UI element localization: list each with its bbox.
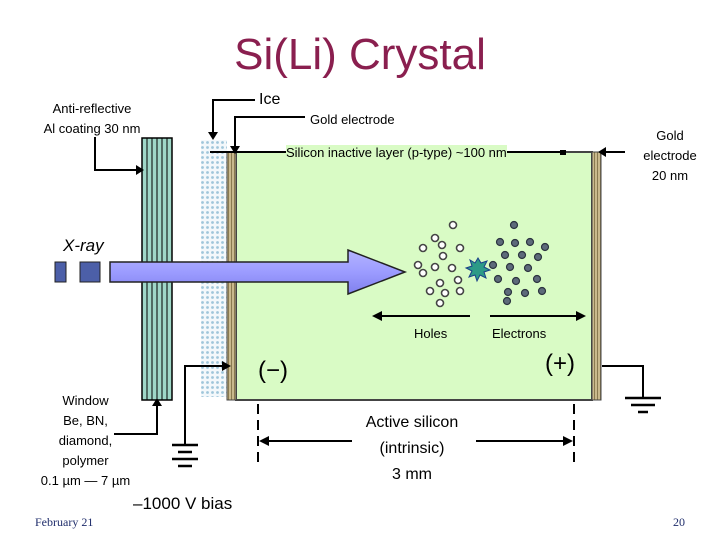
electron (540, 242, 550, 252)
xray-source-block-1 (54, 261, 67, 283)
anti-reflective-label: Anti-reflective Al coating 30 nm (43, 101, 141, 136)
hole (455, 243, 465, 253)
hole (430, 262, 440, 272)
thickness-left-arrowhead (259, 436, 269, 446)
electron (493, 274, 503, 284)
inactive-layer-label: Silicon inactive layer (p-type) ~100 nm (286, 145, 507, 160)
holes-label: Holes (414, 326, 448, 341)
hole (430, 233, 440, 243)
electron (503, 287, 513, 297)
battery-symbol (172, 443, 198, 468)
hole (455, 286, 465, 296)
left-electrode-wire (184, 365, 226, 445)
ice-label: Ice (259, 91, 281, 108)
electron (502, 296, 512, 306)
thickness-right-arrowhead (563, 436, 573, 446)
gold-leader-arrowhead (230, 146, 240, 154)
hole (435, 278, 445, 288)
xray-beam-arrow (109, 248, 408, 296)
electrons-label: Electrons (492, 326, 547, 341)
electron (500, 250, 510, 260)
hole (418, 268, 428, 278)
hole (425, 286, 435, 296)
hole (413, 260, 423, 270)
gold-electrode-top-label: Gold electrode (310, 112, 395, 127)
electron (488, 260, 498, 270)
left-wire-arrowhead (222, 361, 231, 371)
electron (517, 250, 527, 260)
electrons-direction-arrowhead (576, 311, 586, 321)
hole (448, 220, 458, 230)
active-silicon-label: Active silicon (intrinsic) 3 mm (365, 414, 459, 483)
holes-cluster (413, 220, 465, 308)
electron (510, 238, 520, 248)
window-leader (114, 402, 158, 435)
negative-terminal-label: (−) (258, 357, 288, 384)
hole (453, 275, 463, 285)
gold-electrode-right-label: Gold electrode 20 nm (643, 128, 697, 183)
hole (418, 243, 428, 253)
hole (437, 240, 447, 250)
window-leader-arrowhead (152, 398, 162, 406)
electron (533, 252, 543, 262)
gold-electrode-right (591, 151, 602, 401)
electron (523, 263, 533, 273)
anti-reflective-arrowhead (136, 165, 144, 175)
gold-electrode-leader (234, 116, 305, 150)
bias-label: –1000 V bias (133, 494, 233, 513)
electron (532, 274, 542, 284)
xray-source-block-2 (79, 261, 101, 283)
electron (505, 262, 515, 272)
hole (438, 251, 448, 261)
electron (520, 288, 530, 298)
footer-date: February 21 (35, 515, 94, 529)
gold-right-arrowhead (598, 147, 606, 157)
hole (440, 288, 450, 298)
electron (537, 286, 547, 296)
footer-page-number: 20 (673, 515, 685, 529)
right-electrode-wire (602, 365, 644, 398)
ice-leader-arrowhead (208, 132, 218, 140)
xray-label: X-ray (63, 236, 104, 255)
electron (511, 276, 521, 286)
ground-symbol (625, 396, 661, 414)
hole (435, 298, 445, 308)
holes-direction-arrowhead (372, 311, 382, 321)
slide-title: Si(Li) Crystal (234, 30, 486, 79)
electron (509, 220, 519, 230)
electrons-cluster (488, 220, 550, 306)
anti-reflective-leader (94, 137, 140, 171)
window-label: Window Be, BN, diamond, polymer 0.1 µm —… (40, 393, 131, 488)
hole (447, 263, 457, 273)
positive-terminal-label: (+) (545, 350, 575, 377)
electron (495, 237, 505, 247)
electron (525, 237, 535, 247)
interaction-burst-icon (464, 257, 492, 283)
ice-leader (212, 99, 255, 136)
inactive-layer-marker (560, 150, 566, 155)
